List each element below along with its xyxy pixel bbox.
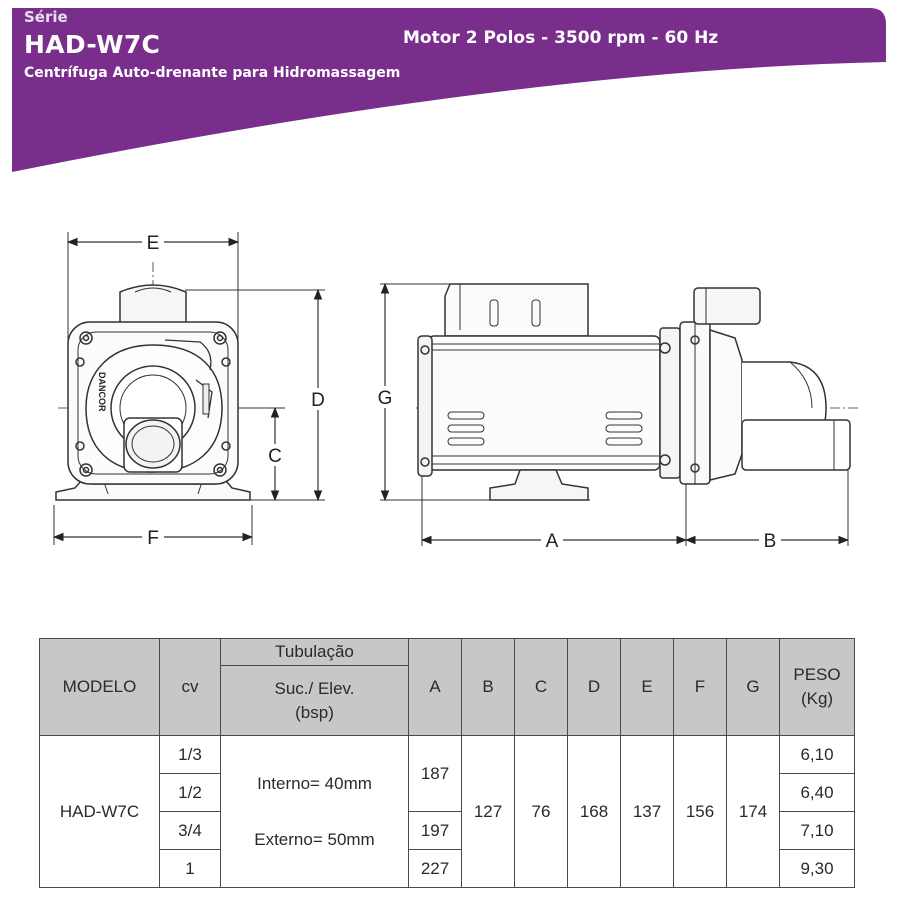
front-view-text: DANCOR E F D C xyxy=(97,232,328,549)
header-peso-label: PESO xyxy=(793,665,841,684)
cell-f: 156 xyxy=(673,735,727,888)
cell-peso-2: 6,40 xyxy=(779,773,855,812)
cell-cv-2: 1/2 xyxy=(159,773,221,812)
header-c: C xyxy=(514,638,568,736)
technical-drawing: DANCOR E F D C xyxy=(0,200,900,600)
cell-d: 168 xyxy=(567,735,621,888)
header-modelo: MODELO xyxy=(39,638,160,736)
cell-g: 174 xyxy=(726,735,780,888)
table-row: 1 227 9,30 xyxy=(40,849,855,888)
table-row: HAD-W7C 1/3 Interno= 40mm Externo= 50mm … xyxy=(39,735,855,888)
dim-label-f: F xyxy=(147,528,159,549)
header-peso-unit: (Kg) xyxy=(800,689,834,708)
series-label: Série xyxy=(24,8,68,26)
header-g: G xyxy=(726,638,780,736)
cell-b: 127 xyxy=(461,735,515,888)
cell-cv-3: 3/4 xyxy=(159,811,221,850)
cell-cv-4: 1 xyxy=(159,849,221,888)
spec-table: MODELO cv Tubulação A B C D E F G PESO (… xyxy=(39,638,855,888)
motor-spec: Motor 2 Polos - 3500 rpm - 60 Hz xyxy=(403,28,719,48)
dim-label-e: E xyxy=(147,233,160,254)
front-view xyxy=(52,232,325,545)
header-tubulacao: Tubulação xyxy=(220,638,409,666)
banner-shape xyxy=(12,8,886,172)
header-row-2: Suc./ Elev. (bsp) xyxy=(40,665,855,736)
header-row: MODELO cv Tubulação A B C D E F G PESO (… xyxy=(39,638,855,736)
table-row: 1/2 6,40 xyxy=(40,773,855,812)
header-a: A xyxy=(408,638,462,736)
cell-e: 137 xyxy=(620,735,674,888)
cell-tubing: Interno= 40mm Externo= 50mm xyxy=(220,735,409,888)
dim-label-c: C xyxy=(268,446,282,467)
header-suc-elev-label: Suc./ Elev. xyxy=(274,678,355,698)
cell-a-3: 227 xyxy=(408,849,462,888)
cell-model: HAD-W7C xyxy=(39,735,160,888)
model-title: HAD-W7C xyxy=(24,30,161,59)
header-peso: PESO (Kg) xyxy=(779,638,855,736)
header-d: D xyxy=(567,638,621,736)
tubing-interno: Interno= 40mm xyxy=(257,773,372,793)
header-bsp-label: (bsp) xyxy=(295,702,334,722)
cell-c: 76 xyxy=(514,735,568,888)
header-b: B xyxy=(461,638,515,736)
side-view xyxy=(380,282,860,546)
cell-peso-3: 7,10 xyxy=(779,811,855,850)
subtitle: Centrífuga Auto-drenante para Hidromassa… xyxy=(24,65,401,81)
dim-label-d: D xyxy=(311,390,325,411)
cell-cv-1: 1/3 xyxy=(159,735,221,774)
dim-label-a: A xyxy=(546,531,559,552)
dim-label-b: B xyxy=(764,531,777,552)
brand-side-text: DANCOR xyxy=(97,372,107,412)
header-cv: cv xyxy=(159,638,221,736)
cell-peso-4: 9,30 xyxy=(779,849,855,888)
tubing-externo: Externo= 50mm xyxy=(254,829,375,849)
cell-a-2: 197 xyxy=(408,811,462,850)
header-banner: Série HAD-W7C Centrífuga Auto-drenante p… xyxy=(0,0,900,180)
pump-drawing: DANCOR E F D C xyxy=(52,232,860,552)
header-e: E xyxy=(620,638,674,736)
table-row: 3/4 197 7,10 xyxy=(40,811,855,850)
side-view-text: G A B xyxy=(375,386,781,552)
cell-a-1: 187 xyxy=(408,735,462,812)
header-f: F xyxy=(673,638,727,736)
header-suc-elev: Suc./ Elev. (bsp) xyxy=(220,665,409,736)
cell-peso-1: 6,10 xyxy=(779,735,855,774)
dim-label-g: G xyxy=(378,388,393,409)
